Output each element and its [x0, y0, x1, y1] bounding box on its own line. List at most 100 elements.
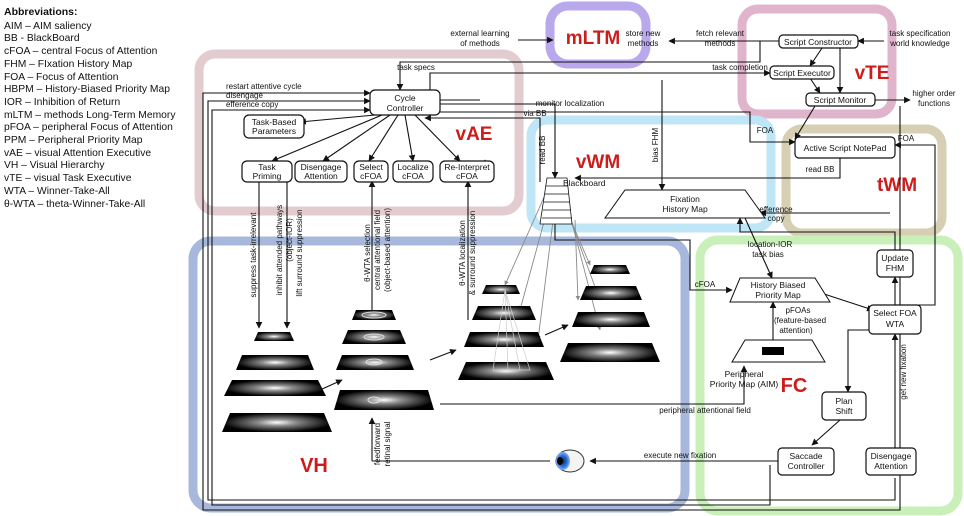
svg-text:Disengage: Disengage: [301, 162, 342, 172]
read-bb-twm-label: read BB: [806, 165, 835, 174]
abbr-item: AIM – AIM saliency: [4, 20, 92, 32]
svg-text:Priority Map: Priority Map: [755, 290, 801, 300]
bias-fhm-label: bias FHM: [651, 128, 660, 163]
peripheral-priority-map: Peripheral Priority Map (AIM): [710, 339, 826, 389]
vwm-label: vWM: [576, 152, 620, 173]
higher-order-label: higher order: [912, 89, 955, 98]
svg-text:cFOA: cFOA: [456, 171, 478, 181]
abbr-item: FOA – Focus of Attention: [4, 71, 119, 83]
abbreviations-legend: Abbreviations: AIM – AIM saliency BB - B…: [4, 6, 194, 211]
get-new-fixation-label: get new fixation: [899, 344, 908, 400]
svg-text:retinal signal: retinal signal: [383, 421, 392, 466]
vh-region: [188, 236, 690, 513]
svg-text:Saccade: Saccade: [789, 451, 822, 461]
abbr-item: mLTM – methods Long-Term Memory: [4, 109, 176, 121]
svg-text:Shift: Shift: [835, 406, 853, 416]
active-script-notepad-box: Active Script NotePad: [794, 136, 896, 159]
vwm-region: [526, 115, 776, 233]
plan-shift-box: Plan Shift: [821, 391, 867, 421]
task-priming-box: Task Priming: [241, 160, 293, 183]
svg-text:Script Monitor: Script Monitor: [814, 95, 867, 105]
svg-text:Localize: Localize: [397, 162, 428, 172]
svg-text:Script Constructor: Script Constructor: [784, 37, 852, 47]
script-monitor-box: Script Monitor: [805, 92, 876, 107]
abbr-item: WTA – Winner-Take-All: [4, 185, 110, 197]
saccade-controller-box: Saccade Controller: [777, 447, 835, 476]
abbr-item: PPM – Peripheral Priority Map: [4, 135, 143, 147]
reinterpret-cfoa-box: Re-Interpret cFOA: [439, 160, 495, 183]
abbr-item: pFOA – peripheral Focus of Attention: [4, 122, 173, 134]
svg-text:Attention: Attention: [874, 461, 908, 471]
disengage-label: disengage: [226, 91, 263, 100]
task-spec-label: task specification: [890, 29, 951, 38]
mltm-label: mLTM: [566, 28, 621, 49]
svg-text:Peripheral: Peripheral: [725, 369, 764, 379]
abbr-item: BB - BlackBoard: [4, 33, 80, 45]
disengage-attention-vae-box: Disengage Attention: [294, 160, 348, 183]
svg-text:Script Executor: Script Executor: [773, 68, 831, 78]
svg-text:(feature-based: (feature-based: [774, 316, 826, 325]
abbr-item: vAE – visual Attention Executive: [4, 147, 152, 159]
svg-text:FHM: FHM: [886, 263, 904, 273]
svg-text:cFOA: cFOA: [360, 171, 382, 181]
svg-text:of methods: of methods: [460, 39, 500, 48]
svg-text:Cycle: Cycle: [394, 93, 416, 103]
fc-label: FC: [781, 375, 808, 397]
script-executor-box: Script Executor: [769, 65, 835, 80]
svg-text:task bias: task bias: [752, 250, 784, 259]
feedforward-label: feedforward: [373, 423, 382, 465]
abbr-item: FHM – FIxation History Map: [4, 58, 133, 70]
vte-label: vTE: [855, 63, 890, 84]
svg-text:Priority Map (AIM): Priority Map (AIM): [710, 379, 779, 389]
svg-text:Attention: Attention: [304, 171, 338, 181]
svg-text:via BB: via BB: [523, 109, 546, 118]
efference-copy-top-label: efference copy: [226, 100, 278, 109]
theta-select-label: θ-WTA selection: [363, 224, 372, 282]
svg-text:Fixation: Fixation: [670, 194, 700, 204]
blackboard-stack: Blackboard: [539, 177, 606, 225]
svg-text:Disengage: Disengage: [871, 451, 912, 461]
read-bb-label: read BB: [538, 136, 547, 165]
fetch-relevant-label: fetch relevant: [696, 29, 745, 38]
select-cfoa-box: Select cFOA: [353, 160, 389, 183]
vh-pyramid-1: [222, 332, 332, 432]
svg-text:cFOA: cFOA: [402, 171, 424, 181]
blackboard-label: Blackboard: [563, 178, 606, 188]
svg-text:Re-Interpret: Re-Interpret: [444, 162, 490, 172]
foa-right-label: FOA: [898, 134, 915, 143]
svg-text:Plan: Plan: [835, 396, 852, 406]
svg-text:Select FOA: Select FOA: [873, 308, 917, 318]
vae-region: [194, 49, 524, 216]
mltm-region: [545, 1, 651, 69]
abbreviations-heading: Abbreviations:: [4, 6, 78, 18]
history-biased-priority-map: History Biased Priority Map: [729, 277, 831, 303]
svg-text:Update: Update: [881, 253, 909, 263]
svg-text:Controller: Controller: [387, 103, 424, 113]
svg-text:world knowledge: world knowledge: [889, 39, 950, 48]
localize-cfoa-box: Localize cFOA: [392, 160, 434, 183]
vh-pyramid-3: [458, 285, 554, 380]
svg-text:Active Script NotePad: Active Script NotePad: [804, 143, 887, 153]
svg-text:(object-IOR): (object-IOR): [285, 218, 294, 262]
twm-label: tWM: [877, 175, 917, 196]
svg-text:(object-based attention): (object-based attention): [383, 208, 392, 292]
store-new-methods-label: store new: [626, 29, 661, 38]
svg-text:Task-Based: Task-Based: [252, 117, 297, 127]
svg-text:Controller: Controller: [788, 461, 825, 471]
script-constructor-box: Script Constructor: [778, 34, 859, 49]
abbr-item: VH – Visual Hierarchy: [4, 160, 105, 172]
cycle-controller-box: Cycle Controller: [369, 89, 441, 116]
svg-text:Select: Select: [359, 162, 383, 172]
svg-text:functions: functions: [918, 99, 950, 108]
location-ior-label: location-IOR: [748, 240, 793, 249]
abbr-item: θ-WTA – theta-Winner-Take-All: [4, 198, 146, 210]
peripheral-field-label: peripheral attentional field: [659, 406, 751, 415]
svg-text:Task: Task: [258, 162, 276, 172]
twm-region: [781, 124, 947, 238]
suppress-label: suppress task-irrelevant: [249, 212, 258, 298]
disengage-attention-fc-box: Disengage Attention: [865, 447, 917, 476]
task-based-parameters-box: Task-Based Parameters: [243, 114, 305, 139]
fixation-history-map: Fixation History Map: [604, 189, 766, 219]
foa-left-label: FOA: [757, 126, 774, 135]
vae-label: vAE: [456, 124, 493, 145]
